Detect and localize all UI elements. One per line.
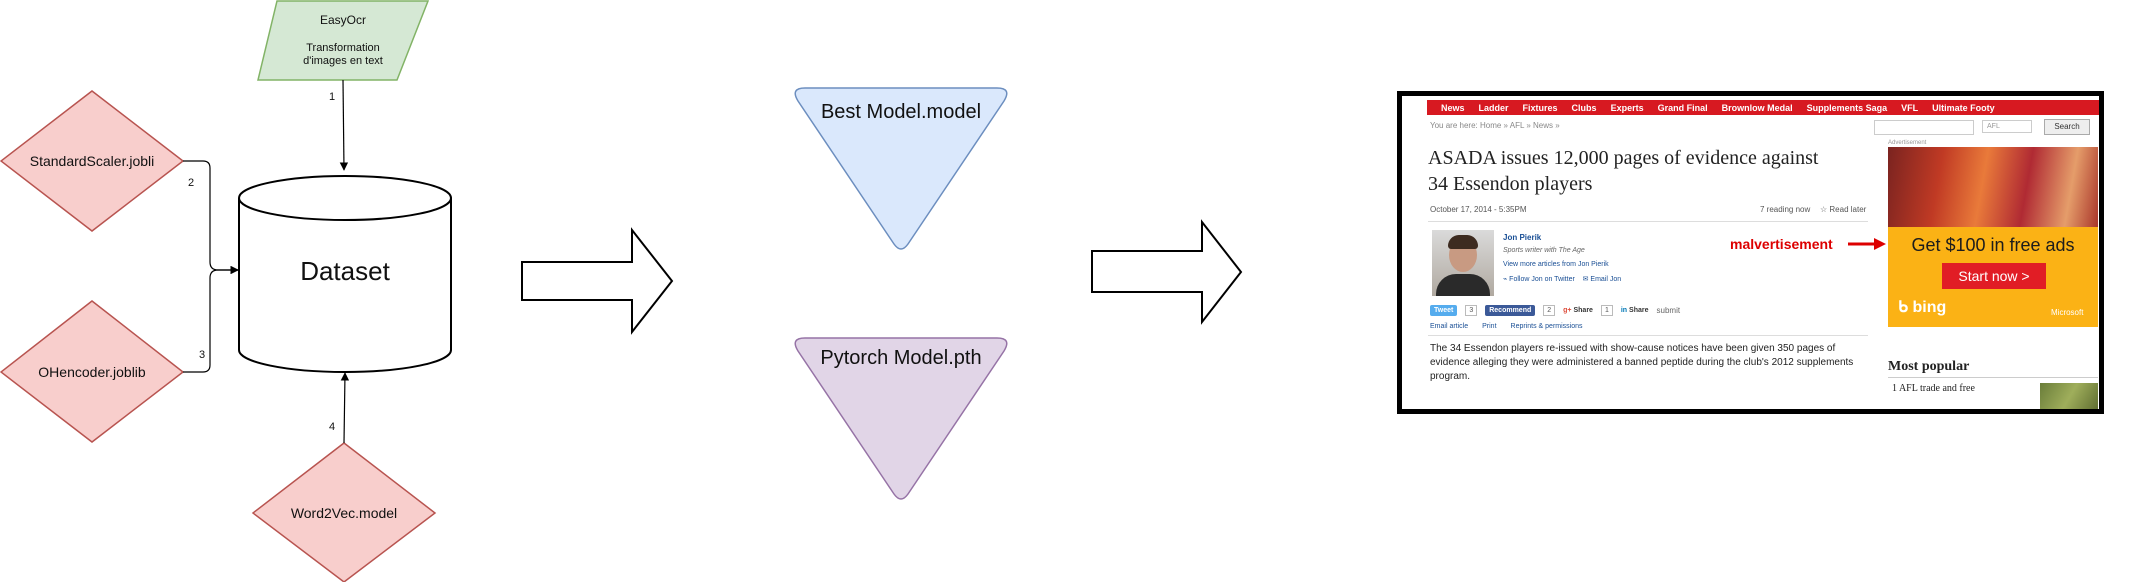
google-share-label: Share [1573,307,1593,314]
nav-item[interactable]: Experts [1610,102,1644,113]
author-more-link[interactable]: View more articles from Jon Pierik [1503,261,1609,268]
author-contact-row: ⌁ Follow Jon on Twitter ✉ Email Jon [1503,275,1621,283]
word2vec-label: Word2Vec.model [291,505,397,521]
google-share-button[interactable]: g+ Share [1563,307,1593,314]
reading-count: 7 reading now [1760,205,1811,214]
bing-icon: ᑲ [1898,299,1909,316]
malvertisement-annotation: malvertisement [1730,236,1833,252]
edge-2 [183,160,239,275]
author-photo [1432,230,1494,296]
divider [1428,221,1868,222]
search-input[interactable] [1874,120,1974,135]
article-tools: Email article Print Reprints & permissio… [1430,323,1583,330]
author-name[interactable]: Jon Pierik [1503,233,1542,242]
nav-item[interactable]: Clubs [1571,102,1597,113]
article-headline: ASADA issues 12,000 pages of evidence ag… [1428,145,1878,197]
bing-advertisement[interactable]: Get $100 in free ads Start now > ᑲ bing … [1888,147,2098,327]
standardscaler-node: StandardScaler.jobli [0,90,185,232]
share-row: Tweet 3 Recommend 2 g+ Share 1 in Share … [1430,305,1680,316]
google-plus-icon: g+ [1563,307,1572,314]
bing-wordmark: bing [1912,299,1947,316]
dataset-label: Dataset [300,256,390,286]
linkedin-share-label: Share [1629,307,1649,314]
ad-star-lanterns-image [1888,147,2098,227]
pytorch-model-label: Pytorch Model.pth [820,347,981,369]
best-model-label: Best Model.model [821,101,981,123]
print-link[interactable]: Print [1482,323,1497,330]
popular-item[interactable]: 1 AFL trade and free [1892,383,1975,394]
best-model-node: Best Model.model [794,87,1008,250]
nav-item[interactable]: Fixtures [1522,102,1558,113]
nav-item[interactable]: Grand Final [1657,102,1708,113]
edge-3-label: 3 [199,349,205,361]
article-body: The 34 Essendon players re-issued with s… [1430,343,1854,382]
article-date: October 17, 2014 - 5:35PM [1430,205,1527,214]
nav-item[interactable]: Supplements Saga [1806,102,1888,113]
news-nav-bar: News Ladder Fixtures Clubs Experts Grand… [1427,100,2099,115]
bing-logo: ᑲ bing [1898,297,1946,317]
pytorch-model-node: Pytorch Model.pth [794,337,1008,500]
divider [1428,335,1868,336]
linkedin-icon: in [1620,307,1628,314]
follow-twitter-link[interactable]: Follow Jon on Twitter [1509,276,1575,283]
breadcrumb: You are here: Home » AFL » News » [1430,121,1560,130]
search-button[interactable]: Search [2044,119,2090,135]
standardscaler-label: StandardScaler.jobli [30,153,155,169]
ad-label: Advertisement [1888,140,1927,146]
malvertisement-arrow [1848,238,1886,250]
nav-item[interactable]: News [1441,102,1465,113]
easyocr-sub1: Transformation [306,42,380,54]
nav-item[interactable]: Ladder [1478,102,1509,113]
ohencoder-label: OHencoder.joblib [38,364,146,380]
microsoft-label: Microsoft [2051,308,2084,317]
linkedin-share-button[interactable]: in Share [1621,307,1649,314]
email-author-link[interactable]: Email Jon [1590,276,1622,283]
author-role: Sports writer with The Age [1503,247,1585,254]
easyocr-title: EasyOcr [320,13,366,27]
headline-line-2: 34 Essendon players [1428,173,1593,195]
easyocr-sub2: d'images en text [303,55,383,67]
search-section-select[interactable]: AFL [1982,120,2032,133]
news-screenshot: News Ladder Fixtures Clubs Experts Grand… [1397,91,2104,414]
reprints-link[interactable]: Reprints & permissions [1510,323,1583,330]
google-share-count: 1 [1600,305,1613,316]
edge-1 [339,79,349,171]
star-icon: ☆ [1820,205,1828,214]
read-later-link[interactable]: ☆ Read later [1820,205,1866,214]
edge-2-label: 2 [188,177,194,189]
edge-4-label: 4 [329,421,335,433]
mail-icon: ✉ [1582,276,1589,283]
recommend-count: 2 [1543,305,1556,316]
submit-link[interactable]: submit [1656,306,1681,315]
ohencoder-node: OHencoder.joblib [0,300,185,443]
ad-start-button[interactable]: Start now > [1942,263,2046,289]
divider [1888,377,2098,378]
tweet-button[interactable]: Tweet [1430,305,1458,316]
nav-item[interactable]: VFL [1901,102,1919,113]
email-article-link[interactable]: Email article [1430,323,1469,330]
nav-item[interactable]: Brownlow Medal [1721,102,1793,113]
headline-line-1: ASADA issues 12,000 pages of evidence ag… [1428,147,1819,169]
popular-item-thumbnail [2040,383,2098,409]
ad-headline: Get $100 in free ads [1911,235,2075,255]
big-arrow-1 [521,227,674,335]
edge-3 [183,265,239,373]
read-later-label: Read later [1829,205,1867,214]
word2vec-node: Word2Vec.model [251,442,437,582]
easyocr-node: EasyOcr Transformation d'images en text [257,0,430,81]
dataset-node: Dataset [238,175,452,373]
edge-1-label: 1 [329,91,335,103]
most-popular-heading: Most popular [1888,359,1970,374]
twitter-icon: ⌁ [1503,276,1508,283]
connectors: 1 2 3 4 [183,79,350,444]
nav-item[interactable]: Ultimate Footy [1932,102,1995,113]
edge-4 [340,372,350,444]
recommend-button[interactable]: Recommend [1485,305,1536,316]
big-arrow-2 [1091,219,1243,325]
tweet-count: 3 [1465,305,1478,316]
